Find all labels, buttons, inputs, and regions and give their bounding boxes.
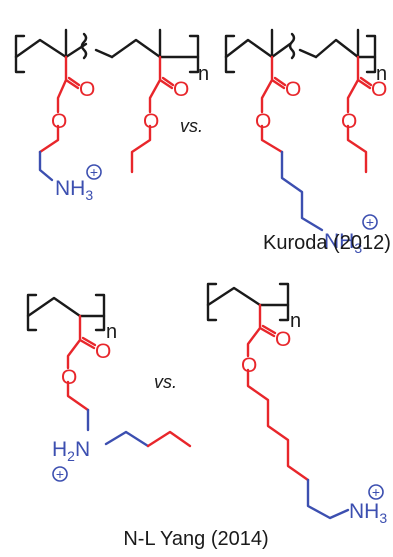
kuroda-right-ethyl-2 [346,124,368,174]
yang-right-structure: O O n NH3 + [206,282,387,526]
yang-left-bracket-close [94,293,106,332]
yang-vs: vs. [154,372,177,392]
yang-right-bracket-open [206,282,218,322]
kuroda-right-charge-circle [362,214,378,230]
yang-right-charge-circle [368,484,384,500]
yang-left-o-1: O [95,340,111,363]
kuroda-left-wavy-bond [80,32,88,60]
kuroda-vs: vs. [180,116,203,136]
kuroda-right-backbone [224,38,377,59]
kuroda-left-n-subscript: n [198,63,209,85]
kuroda-left-backbone [14,38,200,59]
yang-right-chain-red [246,368,310,482]
kuroda-right-bracket-close [365,34,377,74]
yang-right-chain-blue [306,478,350,520]
yang-left-ester [66,314,97,370]
yang-right-o-1: O [275,328,291,351]
yang-left-backbone [26,296,106,318]
kuroda-right-structure: O O O O n NH3 + [224,28,387,256]
yang-right-bracket-close [278,282,290,322]
yang-left-structure: O O n H2N + [26,293,192,482]
kuroda-left-ammonium: NH3 [55,177,93,203]
yang-right-o-2: O [241,354,257,377]
yang-left-bracket-open [26,293,38,332]
kuroda-right-chain-red [260,124,284,154]
yang-right-backbone [206,286,290,307]
kuroda-right-o-1b: O [255,110,271,133]
kuroda-right-o-1a: O [285,78,301,101]
kuroda-right-ammonium: NH3 [324,230,362,256]
yang-right-ammonium: NH3 [349,500,387,526]
kuroda-right-ester-2 [346,55,373,114]
yang-left-sub2: 2 [67,448,75,464]
yang-left-n: N [75,438,90,461]
kuroda-right-chain-blue [280,150,324,232]
yang-left-amine: H2N [52,438,90,464]
kuroda-right-n-subscript: n [376,63,387,85]
yang-right-n-subscript: n [290,310,301,332]
kuroda-right-ester-1 [260,55,287,114]
yang-right-charge-plus: + [372,484,380,500]
kuroda-left-bracket-close [188,34,200,74]
yang-right-sub3: 3 [379,510,387,526]
yang-left-charge-circle [52,466,68,482]
kuroda-left-o-1b: O [51,110,67,133]
yang-right-nh: NH [349,500,379,523]
yang-left-butyl-blue [104,430,150,448]
kuroda-right-wavy-bond [288,32,296,60]
kuroda-right-charge-plus: + [366,214,374,230]
kuroda-left-random-link [64,42,114,59]
yang-caption: N-L Yang (2014) [123,528,268,550]
yang-left-chain-red [66,380,90,412]
yang-left-h: H [52,438,67,461]
kuroda-left-ethyl-chain-a [38,124,60,154]
kuroda-right-nh: NH [324,230,354,253]
kuroda-left-structure: O O O O n NH3 + [14,28,209,203]
kuroda-left-o-2a: O [173,78,189,101]
kuroda-right-o-2b: O [341,110,357,133]
kuroda-left-charge-circle [86,164,102,180]
kuroda-left-ester-2 [148,55,175,114]
kuroda-right-random-link [270,42,318,59]
kuroda-left-o-1a: O [79,78,95,101]
yang-left-charge-plus: + [56,466,64,482]
kuroda-right-o-2a: O [371,78,387,101]
kuroda-left-ester-1 [56,55,81,114]
yang-left-n-subscript: n [106,321,117,343]
kuroda-left-nh: NH [55,177,85,200]
kuroda-left-sub3: 3 [85,187,93,203]
kuroda-left-o-2b: O [143,110,159,133]
kuroda-left-bracket-open [14,34,26,74]
kuroda-left-ethyl-2 [130,124,152,174]
kuroda-caption: Kuroda (2012) [263,232,391,254]
yang-left-o-2: O [61,366,77,389]
kuroda-left-charge-plus: + [90,164,98,180]
yang-right-ester [246,303,277,358]
kuroda-right-bracket-open [224,34,236,74]
kuroda-right-sub3: 3 [354,240,362,256]
kuroda-left-ethyl-chain-b [38,150,54,182]
yang-left-butyl-red [146,430,192,448]
